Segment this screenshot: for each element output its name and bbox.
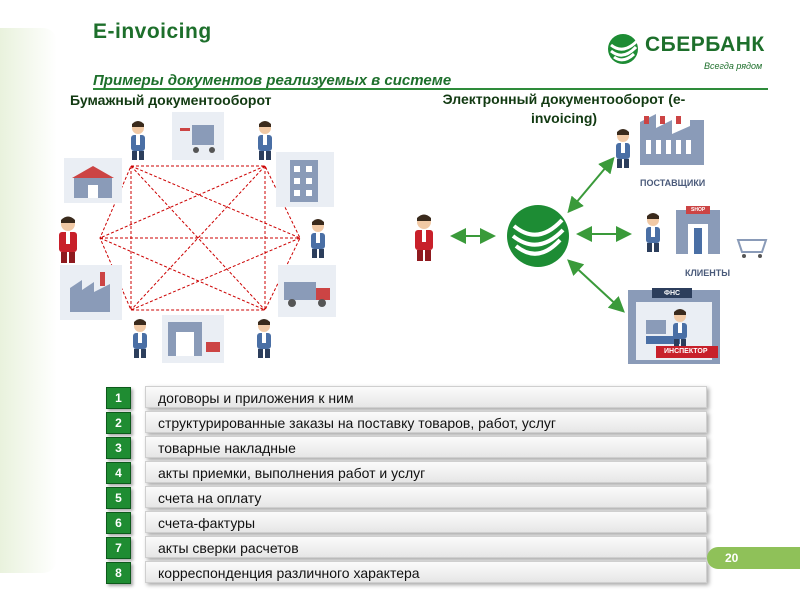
header-divider <box>93 88 768 90</box>
item-number: 2 <box>106 412 131 434</box>
item-label: акты приемки, выполнения работ и услуг <box>145 461 707 483</box>
document-flow-diagram <box>59 112 768 364</box>
client-shop-icon <box>676 206 768 258</box>
person-red-icon <box>415 214 433 261</box>
person-icon <box>311 219 325 258</box>
left-decor-strip <box>0 28 57 573</box>
item-label: акты сверки расчетов <box>145 536 707 558</box>
person-icon <box>616 129 630 168</box>
shop-icon <box>162 315 224 363</box>
item-number: 4 <box>106 462 131 484</box>
item-label: счета-фактуры <box>145 511 707 533</box>
person-icon <box>258 121 272 160</box>
page-number-badge: 20 <box>707 547 800 569</box>
paper-network <box>99 165 301 311</box>
item-label: договоры и приложения к ним <box>145 386 707 408</box>
paper-flow-label: Бумажный документооборот <box>70 92 272 108</box>
cart-icon <box>172 112 224 160</box>
clients-label: КЛИЕНТЫ <box>685 268 731 278</box>
item-number: 1 <box>106 387 131 409</box>
page-title: E-invoicing <box>93 20 212 43</box>
item-number: 5 <box>106 487 131 509</box>
suppliers-label: ПОСТАВЩИКИ <box>640 178 706 188</box>
edi-flow-label: Электронный документооборот (e-invoicing… <box>442 91 686 126</box>
office-building-icon <box>276 152 334 207</box>
item-label: структурированные заказы на поставку тов… <box>145 411 707 433</box>
factory-icon <box>60 265 122 320</box>
paper-building-icon <box>64 158 122 203</box>
item-number: 8 <box>106 562 131 584</box>
inspector-badge <box>656 346 718 358</box>
tax-label: ФНС <box>664 290 681 297</box>
person-icon <box>646 213 660 252</box>
person-red-icon <box>59 216 77 263</box>
page-subtitle: Примеры документов реализуемых в системе <box>93 72 452 89</box>
item-label: товарные накладные <box>145 436 707 458</box>
item-number: 3 <box>106 437 131 459</box>
logo-text: СБЕРБАНК <box>645 33 765 56</box>
item-label: счета на оплату <box>145 486 707 508</box>
item-label: корреспонденция различного характера <box>145 561 707 583</box>
item-number: 6 <box>106 512 131 534</box>
logo-slogan: Всегда рядом <box>704 61 763 71</box>
person-icon <box>257 319 271 358</box>
sberbank-hub-icon <box>507 205 569 267</box>
shop-sign-label: SHOP <box>691 207 706 213</box>
inspector-label: ИНСПЕКТОР <box>664 348 708 355</box>
sberbank-logo-icon <box>608 34 639 64</box>
person-icon <box>131 121 145 160</box>
truck-icon <box>278 265 336 317</box>
item-number: 7 <box>106 537 131 559</box>
person-icon <box>133 319 147 358</box>
supplier-factory-icon <box>640 114 704 165</box>
